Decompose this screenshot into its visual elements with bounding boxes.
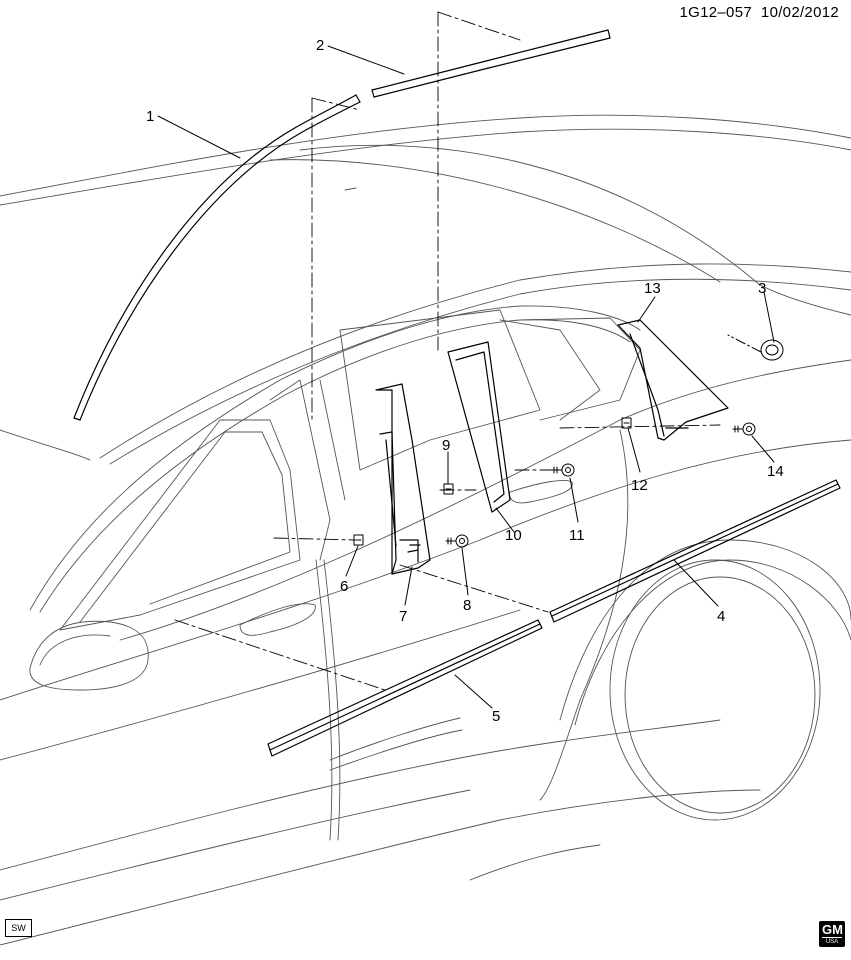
callout-9: 9	[442, 437, 450, 454]
part-9-clip	[443, 483, 454, 495]
part-1-roof-molding	[73, 94, 361, 421]
diagram-code: 1G12–057	[679, 4, 752, 21]
callout-6: 6	[340, 578, 348, 595]
callout-labels: 1 2 3 4 5 6 7 8 9 10 11 12 13 14	[146, 37, 784, 725]
callout-leaders	[157, 45, 775, 709]
part-4-door-molding-rear	[549, 479, 841, 623]
car-body	[0, 114, 851, 946]
part-6-clip	[353, 534, 364, 546]
part-10-door-applique	[447, 341, 511, 513]
reference-lines	[174, 11, 721, 691]
part-12-clip	[621, 417, 632, 429]
part-2-roof-molding	[371, 29, 611, 98]
part-14-screw	[732, 422, 756, 436]
callout-12: 12	[631, 477, 648, 494]
part-7-pillar-applique	[375, 383, 431, 575]
part-8-screw	[445, 534, 469, 548]
diagram-date: 10/02/2012	[760, 4, 839, 21]
part-11-screw	[551, 463, 575, 477]
callout-1: 1	[146, 108, 154, 125]
gm-logo-text: GM	[822, 922, 843, 938]
callout-7: 7	[399, 608, 407, 625]
callout-3: 3	[758, 280, 766, 297]
diagram-header: 1G12–057 10/02/2012	[680, 4, 839, 21]
callout-5: 5	[492, 708, 500, 725]
callout-11: 11	[569, 527, 585, 544]
gm-logo-sub: USA	[825, 939, 839, 945]
part-13-quarter-applique	[617, 319, 729, 441]
part-5-door-molding-front	[267, 619, 543, 757]
callout-13: 13	[644, 280, 661, 297]
callout-8: 8	[463, 597, 471, 614]
callout-2: 2	[316, 37, 324, 54]
gm-logo-icon: GM USA	[819, 921, 845, 947]
part-3-retainer	[727, 334, 784, 361]
sw-badge: SW	[5, 919, 32, 937]
callout-10: 10	[505, 527, 522, 544]
callout-4: 4	[717, 608, 725, 625]
callout-14: 14	[767, 463, 784, 480]
